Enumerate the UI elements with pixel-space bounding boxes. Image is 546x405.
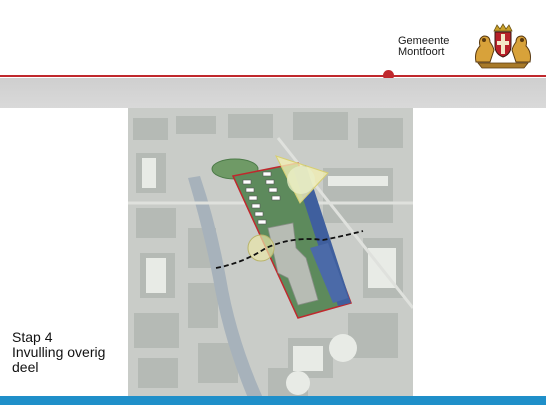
logo-line-1: Gemeente — [398, 35, 450, 47]
yellow-zone — [247, 234, 275, 262]
canal — [188, 176, 263, 398]
caption-line-1: Stap 4 — [12, 329, 53, 345]
coat-of-arms-icon — [475, 23, 531, 69]
caption-line-3: deel — [12, 359, 39, 375]
plan-blue-zone — [310, 243, 348, 303]
logo-line-2: Montfoort — [398, 46, 445, 58]
background-blocks — [133, 112, 403, 396]
view-circle — [287, 166, 315, 194]
caption-line-2: Invulling overig — [12, 344, 106, 360]
dashed-connection-line — [215, 230, 364, 269]
building-footprint — [267, 222, 319, 306]
divider-dot — [383, 70, 394, 81]
gemeente-montfoort-logo: Gemeente Montfoort — [398, 22, 538, 70]
slide-caption: Stap 4 Invulling overig deel — [12, 330, 105, 375]
title-band — [0, 78, 546, 108]
logo-text: Gemeente Montfoort — [398, 36, 449, 58]
site-plan-map — [128, 108, 413, 398]
bottom-bar — [0, 396, 546, 405]
parking-rows — [242, 171, 281, 225]
header-divider-line — [0, 75, 546, 77]
